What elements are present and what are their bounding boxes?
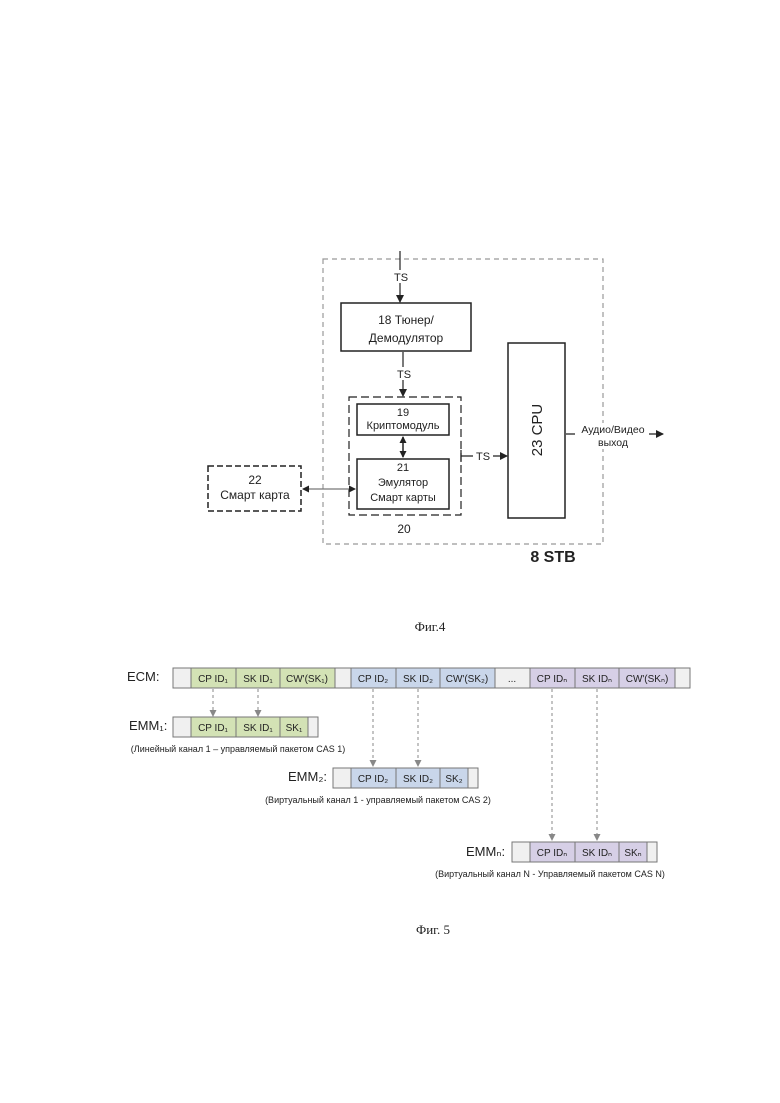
cell-label: CP ID₁ [198,674,228,685]
figure-4-diagram: TS 18 Тюнер/ Демодулятор TS 19 Криптомод… [208,251,663,634]
figure-5-diagram: ECM: CP ID₁ SK ID₁ CW'(SK₁) CP ID₂ SK ID… [127,668,690,937]
crypto-number: 19 [397,407,409,419]
cell-label: ... [508,674,516,685]
cell-label: CP IDₙ [537,848,567,859]
cell-label: SKₙ [624,848,641,859]
emulator-number: 21 [397,462,409,474]
cell-label: CP ID₂ [358,774,388,785]
cell-label: SK IDₙ [582,674,612,685]
smartcard-number: 22 [248,473,262,487]
cell-label: SK IDₙ [582,848,612,859]
figure-4-caption: Фиг.4 [415,619,446,634]
cell-label: SK ID₁ [243,723,273,734]
av-output-line1: Аудио/Видео [581,424,644,436]
cell-label: SK ID₂ [403,674,433,685]
emulator-line2: Смарт карты [370,492,436,504]
ecm-label: ECM: [127,669,160,684]
emm2-note: (Виртуальный канал 1 - управляемый пакет… [265,795,491,805]
emulator-line1: Эмулятор [378,477,428,489]
stb-label: 8 STB [530,549,575,566]
tuner-label-line2: Демодулятор [369,331,444,345]
smartcard-name: Смарт карта [220,488,290,502]
av-output-line2: выход [598,437,628,449]
emm1-label: EMM₁: [129,718,167,733]
cell-label: CP ID₁ [198,723,228,734]
cell-label: SK₁ [286,723,303,734]
cell-label: CW'(SKₙ) [626,674,669,685]
emmn-label: EMMₙ: [466,844,505,859]
module-group-label: 20 [397,522,411,536]
cell-label: SK₂ [445,774,462,785]
cpu-label: 23 CPU [529,404,546,457]
ts-mid-label: TS [397,369,411,381]
cell-label: CP ID₂ [358,674,388,685]
emm2-label: EMM₂: [288,769,327,784]
cell-label: CW'(SK₁) [286,674,328,685]
emmn-note: (Виртуальный канал N - Управляемый пакет… [435,869,665,879]
tuner-label-line1: 18 Тюнер/ [378,313,434,327]
ts-input-label: TS [394,272,408,284]
crypto-name: Криптомодуль [367,420,440,432]
emm1-note: (Линейный канал 1 – управляемый пакетом … [131,744,345,754]
cell-label: SK ID₂ [403,774,433,785]
ts-cpu-label: TS [476,451,490,463]
cell-label: CP IDₙ [537,674,567,685]
cell-label: CW'(SK₂) [446,674,488,685]
cell-label: SK ID₁ [243,674,273,685]
figure-5-caption: Фиг. 5 [416,922,450,937]
